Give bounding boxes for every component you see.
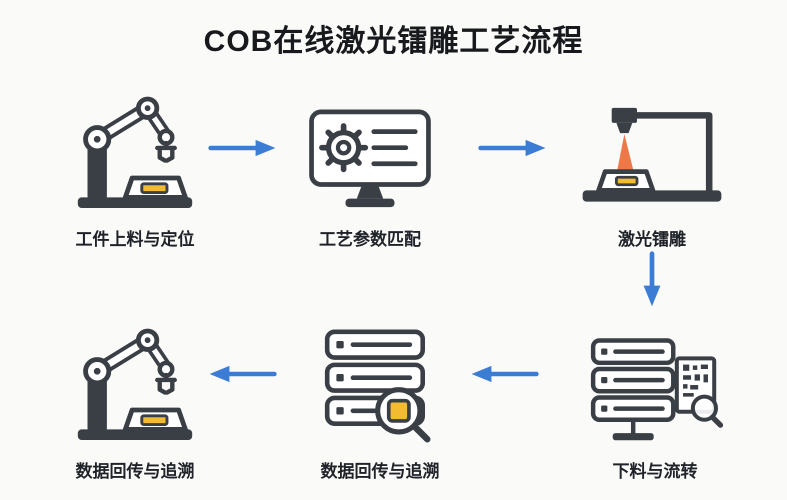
diagram-title: COB在线激光镭雕工艺流程 [203, 25, 584, 58]
flow-arrow-right-2 [477, 136, 549, 160]
step-label-traceability-left: 数据回传与追溯 [75, 462, 195, 481]
robot-arm-icon [72, 80, 198, 212]
flow-arrow-left-2 [206, 362, 278, 386]
step-data-traceability-mid: 数据回传与追溯 [275, 312, 485, 482]
step-loading-positioning: 工件上料与定位 [30, 80, 240, 250]
step-label-parameters: 工艺参数匹配 [319, 230, 421, 249]
monitor-gear-icon [304, 80, 436, 212]
server-document-icon [586, 312, 724, 444]
step-laser-marking: 激光镭雕 [547, 80, 757, 250]
step-parameter-matching: 工艺参数匹配 [265, 80, 475, 250]
step-label-laser: 激光镭雕 [618, 230, 686, 249]
laser-marker-icon [577, 80, 727, 212]
flow-arrow-left-1 [468, 362, 540, 386]
step-label-unloading: 下料与流转 [612, 462, 698, 481]
flow-arrow-down [640, 250, 664, 310]
step-data-traceability-left: 数据回传与追溯 [30, 312, 240, 482]
robot-arm-icon [72, 312, 198, 444]
step-label-loading: 工件上料与定位 [75, 230, 195, 249]
step-unloading-flow: 下料与流转 [550, 312, 760, 482]
flow-arrow-right-1 [207, 136, 279, 160]
server-magnifier-icon [318, 312, 442, 444]
step-label-traceability-mid: 数据回传与追溯 [320, 462, 440, 481]
